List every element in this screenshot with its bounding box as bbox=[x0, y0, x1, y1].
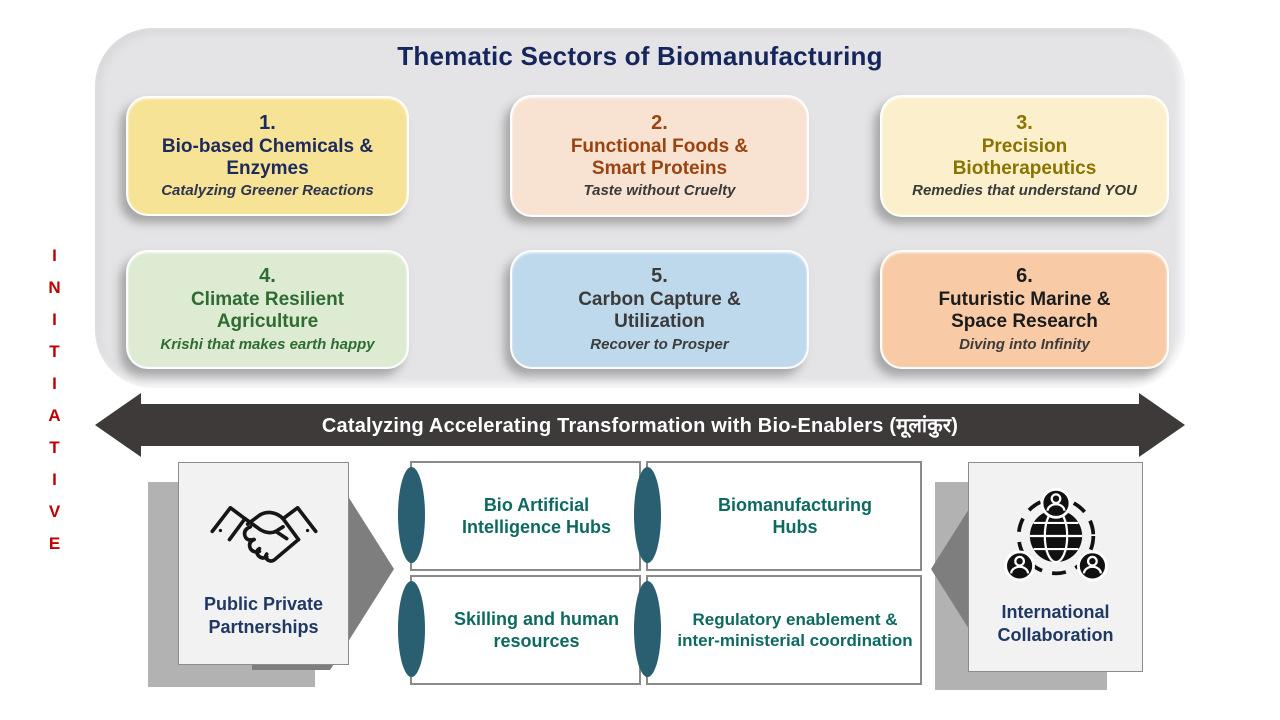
sector-number: 2. bbox=[651, 111, 668, 134]
hub-label: Regulatory enablement & inter-ministeria… bbox=[677, 609, 913, 650]
sector-title: Climate Resilient Agriculture bbox=[190, 289, 345, 333]
sector-title: Carbon Capture & Utilization bbox=[578, 289, 741, 333]
hub-label: Biomanufacturing Hubs bbox=[717, 494, 872, 538]
sector-number: 4. bbox=[259, 265, 276, 288]
sector-subtitle: Recover to Prosper bbox=[590, 335, 729, 353]
sector-number: 3. bbox=[1016, 111, 1033, 134]
hub-label: Bio Artificial Intelligence Hubs bbox=[461, 494, 612, 538]
sector-card-3: 3. Precision Biotherapeutics Remedies th… bbox=[880, 95, 1169, 217]
initiative-vertical-label: INITIATIVE bbox=[45, 246, 64, 566]
hub-box-biomanufacturing: Biomanufacturing Hubs bbox=[634, 461, 922, 571]
sector-card-1: 1. Bio-based Chemicals & Enzymes Catalyz… bbox=[126, 96, 409, 216]
panel-title: Thematic Sectors of Biomanufacturing bbox=[397, 41, 883, 71]
sector-card-6: 6. Futuristic Marine & Space Research Di… bbox=[880, 250, 1169, 369]
teal-ellipse bbox=[398, 581, 425, 677]
pillar-label: International Collaboration bbox=[997, 602, 1114, 645]
hub-box-skilling: Skilling and human resources bbox=[398, 575, 641, 685]
public-private-partnerships-card: Public Private Partnerships bbox=[178, 462, 349, 665]
sector-card-4: 4. Climate Resilient Agriculture Krishi … bbox=[126, 250, 409, 369]
sector-subtitle: Diving into Infinity bbox=[959, 335, 1090, 353]
sector-subtitle: Taste without Cruelty bbox=[583, 182, 736, 200]
hub-label: Skilling and human resources bbox=[453, 608, 619, 652]
sector-title: Bio-based Chemicals & Enzymes bbox=[161, 135, 374, 179]
sector-card-2: 2. Functional Foods & Smart Proteins Tas… bbox=[510, 95, 809, 217]
sector-title: Functional Foods & Smart Proteins bbox=[570, 135, 749, 179]
bio-enablers-arrow-banner: Catalyzing Accelerating Transformation w… bbox=[95, 390, 1185, 460]
sector-title: Precision Biotherapeutics bbox=[952, 135, 1097, 179]
hub-box-bio-ai: Bio Artificial Intelligence Hubs bbox=[398, 461, 641, 571]
teal-ellipse bbox=[634, 467, 661, 563]
teal-ellipse bbox=[634, 581, 661, 677]
double-arrow-shape bbox=[95, 393, 1185, 457]
international-collaboration-card: International Collaboration bbox=[968, 462, 1143, 672]
hub-box-regulatory: Regulatory enablement & inter-ministeria… bbox=[634, 575, 922, 685]
sector-subtitle: Krishi that makes earth happy bbox=[160, 335, 375, 353]
handshake-icon bbox=[205, 491, 323, 579]
arrow-banner-text: Catalyzing Accelerating Transformation w… bbox=[321, 414, 959, 437]
global-collaboration-icon bbox=[1000, 481, 1112, 591]
sector-number: 1. bbox=[259, 111, 276, 134]
sector-subtitle: Remedies that understand YOU bbox=[912, 182, 1137, 200]
teal-ellipse bbox=[398, 467, 425, 563]
sector-title: Futuristic Marine & Space Research bbox=[938, 289, 1111, 333]
pillar-label: Public Private Partnerships bbox=[203, 594, 324, 637]
sector-number: 5. bbox=[651, 265, 668, 288]
sector-card-5: 5. Carbon Capture & Utilization Recover … bbox=[510, 250, 809, 369]
sector-subtitle: Catalyzing Greener Reactions bbox=[161, 182, 374, 200]
sector-number: 6. bbox=[1016, 265, 1033, 288]
